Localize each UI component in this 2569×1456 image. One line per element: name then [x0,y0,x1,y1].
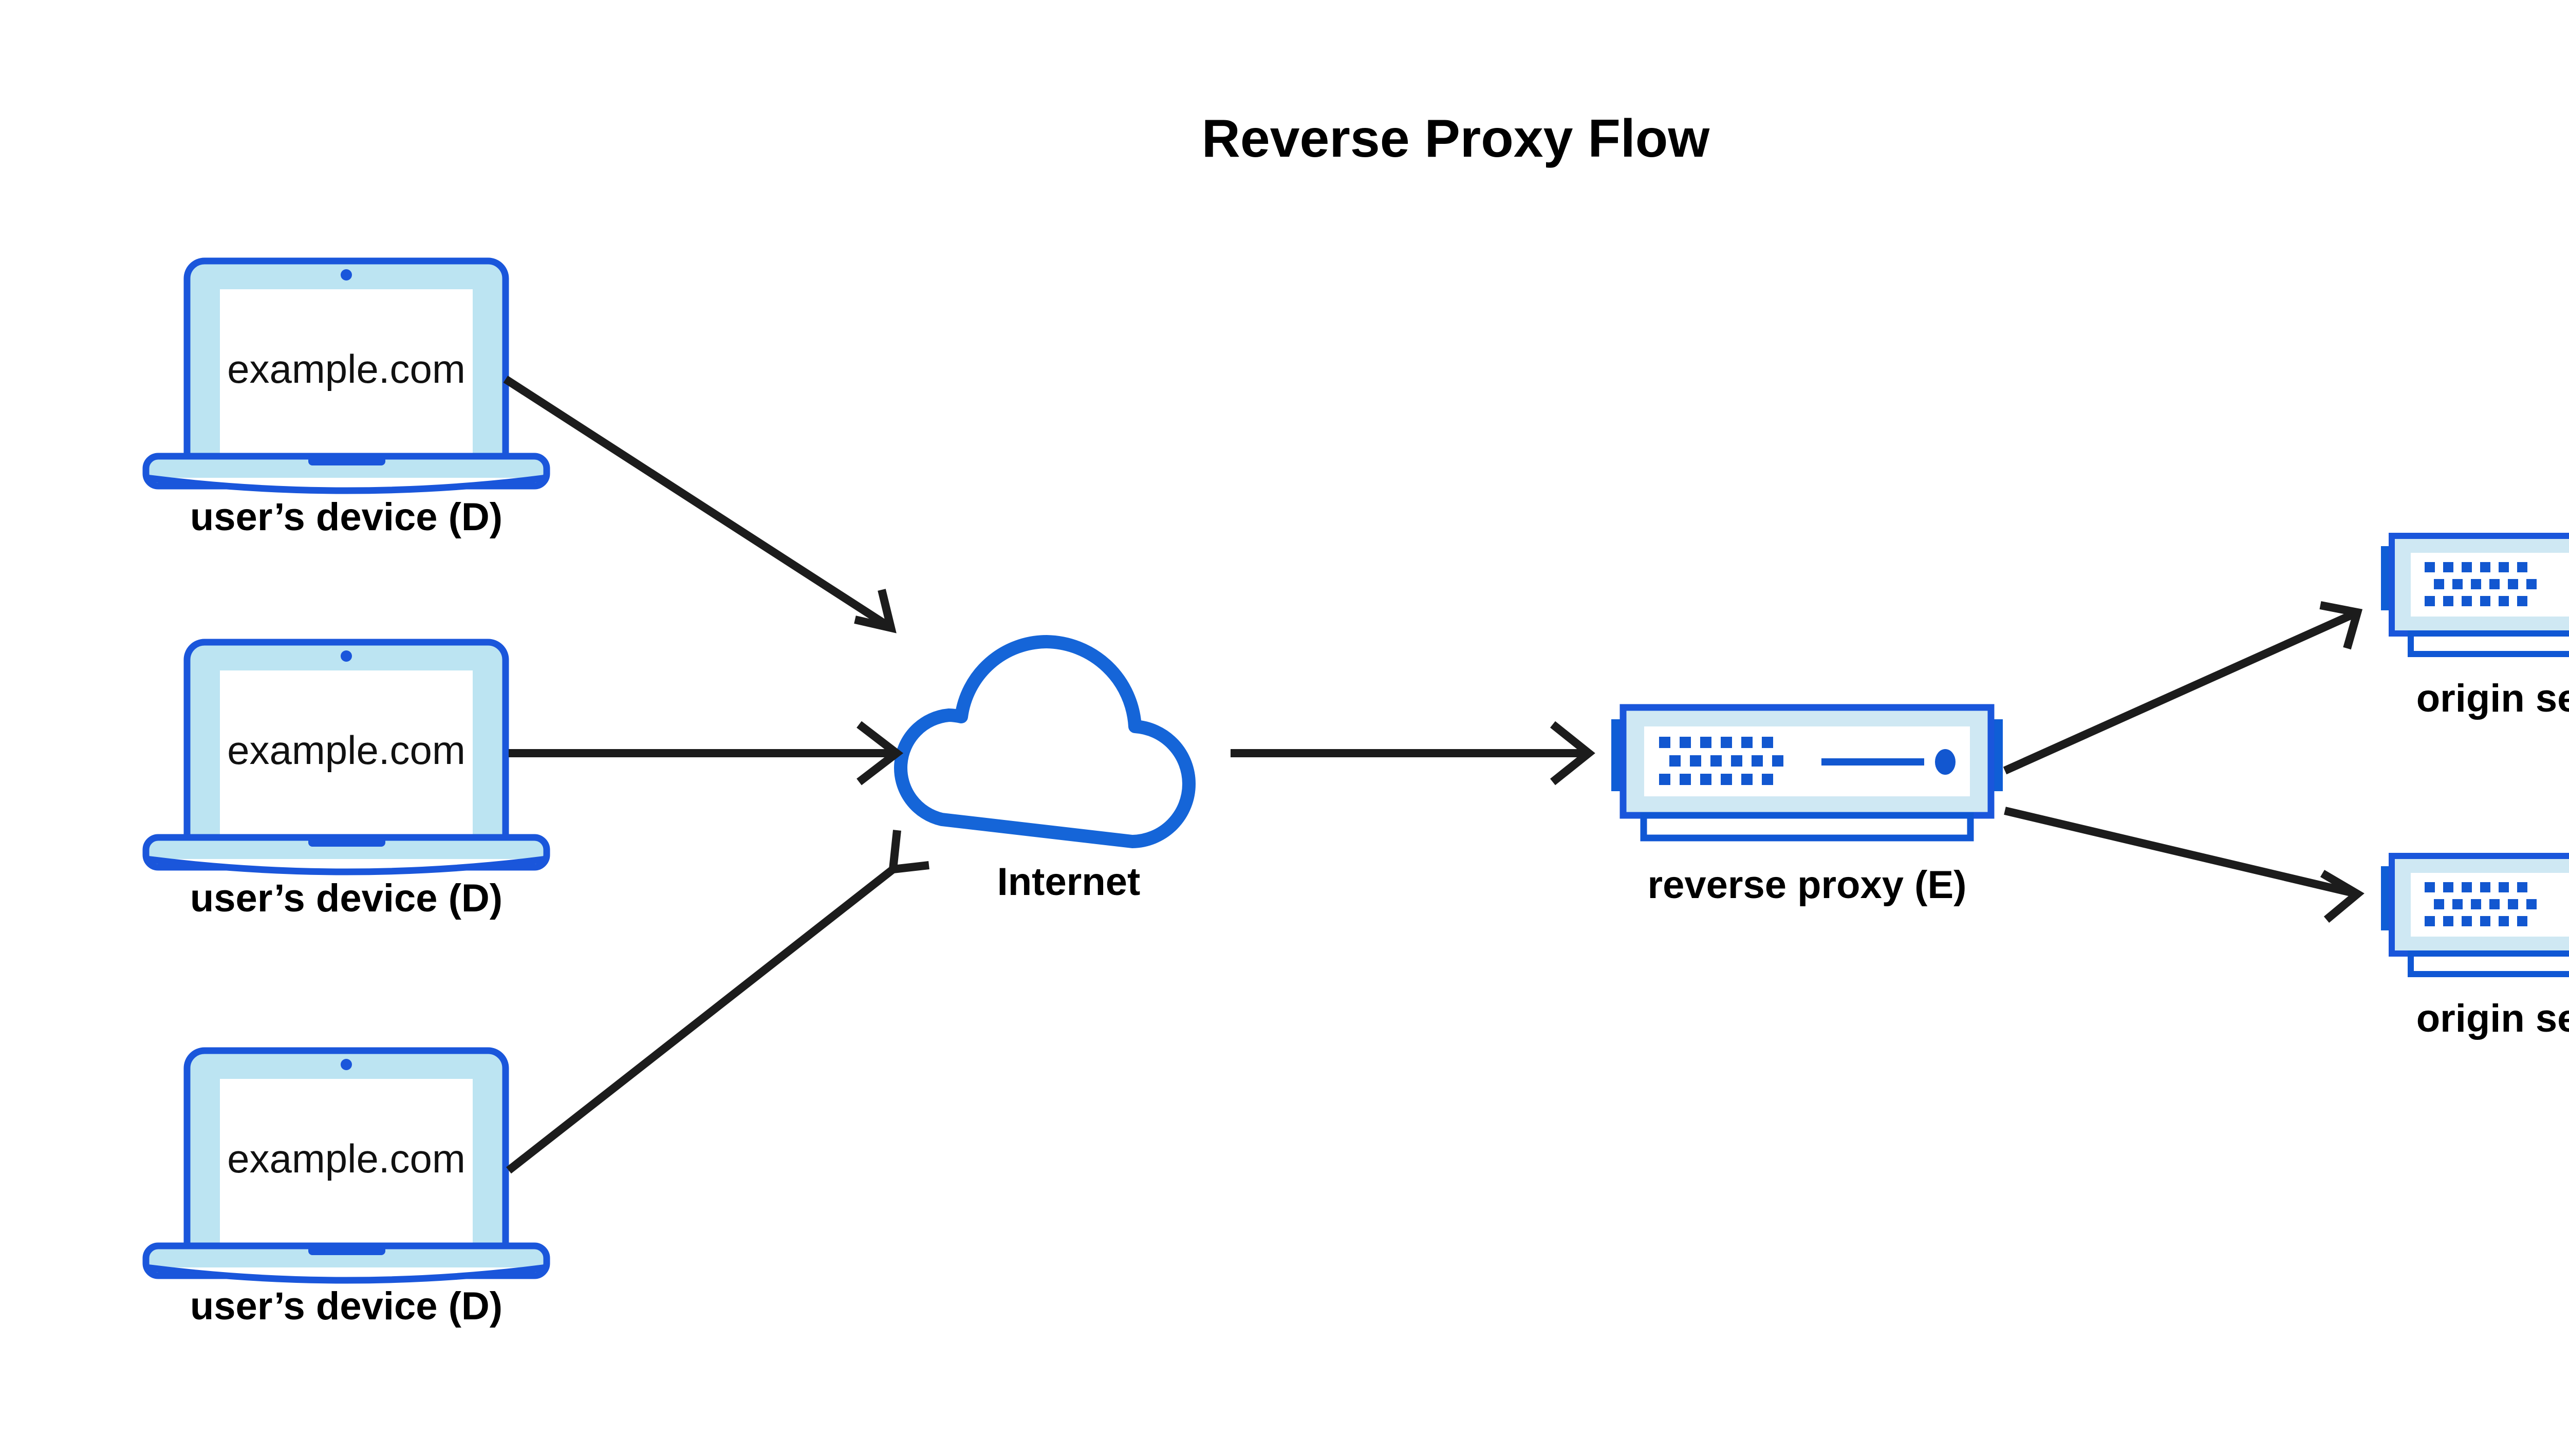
server-base [2408,950,2569,977]
server-status-dot [1935,749,1956,775]
edge-device3-cloud [506,830,929,1174]
edge-proxy-origin1 [2003,601,2363,775]
origin-server-2[interactable]: origin server (F) [2381,853,2569,1040]
laptop-base-front [145,1264,547,1284]
server-base [2408,630,2569,657]
camera-icon [341,269,352,281]
origin-server-1-label: origin server (F) [2416,677,2569,720]
edge-device2-cloud [509,721,904,786]
laptop-screen [220,289,473,454]
reverse-proxy-server[interactable]: reverse proxy (E) [1611,704,2003,907]
server-dot-grid [2425,562,2537,606]
device-3-laptop[interactable]: example.com user’s device (D) [142,1047,550,1328]
device-3-label: user’s device (D) [190,1284,502,1328]
connector-arrows [503,376,2365,1174]
laptop-screen [220,1079,473,1243]
laptop-trackpad-notch [308,836,385,847]
device-3-screen-text: example.com [227,1136,466,1181]
internet-label: Internet [997,860,1141,904]
device-1-screen-text: example.com [227,346,466,391]
page-title: Reverse Proxy Flow [1202,109,1710,169]
edge-cloud-proxy [1231,721,1595,786]
device-2-laptop[interactable]: example.com user’s device (D) [142,639,550,920]
origin-server-2-label: origin server (F) [2416,997,2569,1040]
laptop-trackpad-notch [308,1245,385,1255]
device-2-screen-text: example.com [227,727,466,773]
reverse-proxy-label: reverse proxy (E) [1648,863,1967,907]
device-2-label: user’s device (D) [190,876,502,920]
edge-device1-cloud [503,376,897,633]
laptop-base-front [145,474,547,494]
server-base [1640,812,1974,842]
laptop-base-front [145,855,547,875]
device-1-label: user’s device (D) [190,495,502,539]
origin-server-1[interactable]: origin server (F) [2381,533,2569,720]
device-1-laptop[interactable]: example.com user’s device (D) [142,257,550,539]
camera-icon [341,1059,352,1070]
server-dot-grid [1659,737,1783,785]
edge-proxy-origin2 [2004,807,2365,923]
camera-icon [341,650,352,662]
laptop-trackpad-notch [308,455,385,465]
internet-cloud[interactable]: Internet [894,635,1196,904]
cloud-icon [894,635,1196,848]
server-dot-grid [2425,882,2537,926]
laptop-screen [220,670,473,835]
